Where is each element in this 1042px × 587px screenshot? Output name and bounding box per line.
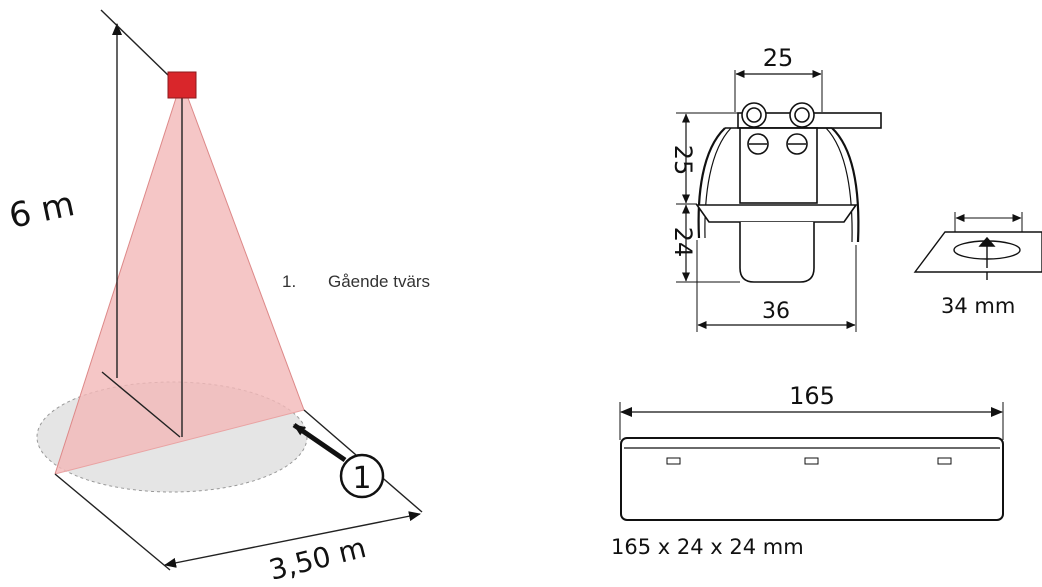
profile-length-label: 165 xyxy=(789,382,835,410)
profile-body xyxy=(620,437,1004,521)
diameter-dimension xyxy=(164,511,421,568)
height-label: 6 m xyxy=(6,184,78,237)
diameter-label: 3,50 m xyxy=(266,531,370,587)
marker-number: 1 xyxy=(352,461,371,496)
bottom-width-label: 36 xyxy=(762,299,790,324)
legend-number: 1. xyxy=(282,272,296,291)
sensor-box xyxy=(167,71,197,99)
cutout-label: 34 mm xyxy=(941,294,1015,318)
profile-drawing xyxy=(619,402,1004,521)
legend-text: Gående tvärs xyxy=(328,272,430,291)
cutout-drawing xyxy=(913,212,1042,280)
detection-cone xyxy=(55,98,304,474)
sensor-front-drawing xyxy=(676,70,882,332)
movement-arrow xyxy=(292,422,347,463)
upper-height-label: 25 xyxy=(669,145,697,176)
detection-diagram: 6 m 3,50 m 1 1. Gående tvärs xyxy=(6,9,430,587)
marker-circle xyxy=(339,453,385,499)
top-width-label: 25 xyxy=(763,44,794,72)
profile-size-label: 165 x 24 x 24 mm xyxy=(611,535,804,559)
lower-height-label: 24 xyxy=(669,227,697,258)
